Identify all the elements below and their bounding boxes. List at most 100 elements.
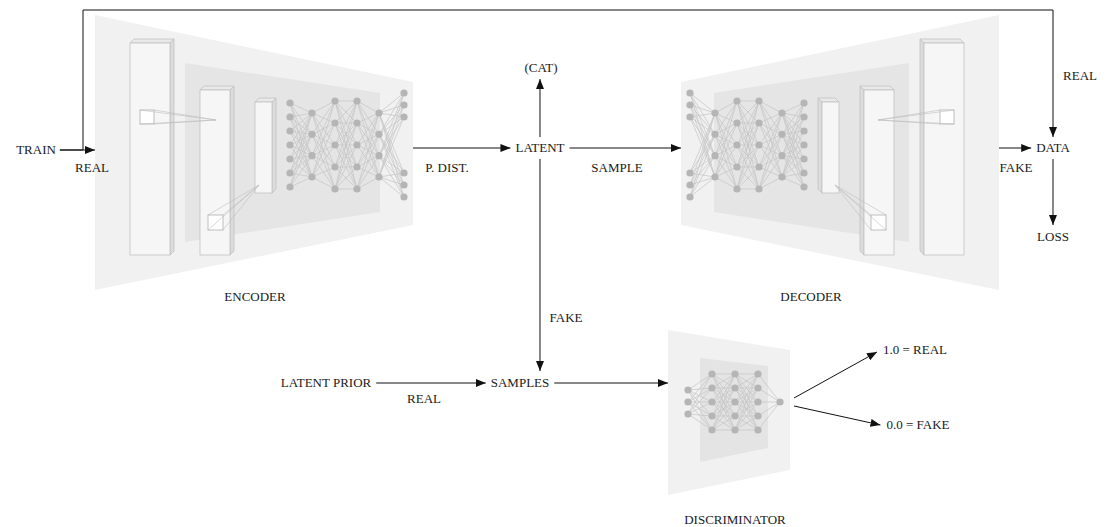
- net-link: [759, 101, 782, 134]
- neuron: [800, 155, 807, 162]
- net-link: [715, 177, 737, 189]
- text-node: (CAT): [522, 59, 559, 77]
- node-label: 1.0 = REAL: [881, 341, 949, 359]
- neuron: [708, 384, 715, 391]
- net-link: [335, 123, 357, 189]
- kernel-ray: [208, 185, 259, 215]
- neuron: [800, 141, 807, 148]
- network-illustration: [95, 15, 413, 290]
- net-link: [290, 113, 312, 159]
- kernel-ray: [835, 185, 886, 215]
- neuron: [731, 370, 738, 377]
- net-link: [379, 93, 404, 134]
- conv-kernel: [940, 110, 954, 124]
- net-link: [690, 177, 715, 197]
- text-node: SAMPLES: [489, 374, 552, 392]
- neuron: [686, 193, 693, 200]
- net-link: [379, 117, 404, 156]
- neuron: [800, 99, 807, 106]
- neuron: [353, 185, 360, 192]
- neuron: [375, 173, 382, 180]
- conv-kernel: [140, 110, 154, 124]
- net-link: [688, 402, 712, 414]
- net-link: [759, 167, 782, 177]
- neuron: [308, 109, 315, 116]
- net-link: [690, 117, 715, 177]
- neuron: [331, 163, 338, 170]
- block-label: DISCRIMINATOR: [684, 512, 786, 527]
- neuron: [754, 370, 761, 377]
- arrow-connector: [554, 383, 668, 384]
- edge-label: REAL: [405, 391, 443, 406]
- network-block: DECODER: [681, 15, 999, 290]
- neuron: [708, 398, 715, 405]
- node-label: LOSS: [1035, 228, 1071, 246]
- net-link: [357, 177, 379, 189]
- neuron: [331, 141, 338, 148]
- net-link: [712, 388, 735, 430]
- net-link: [782, 134, 804, 173]
- net-link: [290, 117, 312, 177]
- net-link: [379, 105, 404, 156]
- node-label: LATENT: [513, 139, 566, 157]
- text-node: LATENT PRIOR: [279, 374, 373, 392]
- neuron: [400, 181, 407, 188]
- feature-map: [822, 102, 839, 193]
- neuron: [286, 169, 293, 176]
- neuron: [708, 370, 715, 377]
- arrow-connector: [794, 352, 877, 398]
- neuron: [755, 119, 762, 126]
- neuron: [375, 109, 382, 116]
- feature-map-top: [860, 86, 894, 90]
- net-link: [357, 113, 379, 167]
- text-node: 1.0 = REAL: [881, 341, 949, 359]
- block-label: ENCODER: [224, 289, 285, 305]
- node-label: LATENT PRIOR: [279, 374, 373, 392]
- feature-map: [255, 102, 272, 193]
- network-illustration: [681, 15, 999, 290]
- net-link: [357, 101, 379, 156]
- neuron: [353, 141, 360, 148]
- net-link: [688, 388, 712, 402]
- arrow-connector: [539, 159, 540, 371]
- network-core: [700, 358, 768, 462]
- edge-label: SAMPLE: [589, 160, 644, 175]
- net-link: [290, 134, 312, 187]
- neuron: [400, 169, 407, 176]
- neuron: [286, 99, 293, 106]
- net-link: [357, 156, 379, 189]
- net-link: [715, 156, 737, 189]
- net-link: [690, 113, 715, 197]
- neuron: [684, 386, 691, 393]
- neuron: [308, 131, 315, 138]
- neuron: [755, 141, 762, 148]
- feature-map-top: [920, 39, 964, 43]
- net-link: [690, 156, 715, 185]
- net-link: [379, 105, 404, 177]
- net-link: [690, 117, 715, 156]
- neuron: [711, 109, 718, 116]
- net-link: [290, 177, 312, 187]
- net-link: [690, 105, 715, 156]
- net-link: [715, 101, 737, 156]
- net-link: [379, 177, 404, 185]
- neuron: [286, 127, 293, 134]
- neuron: [708, 412, 715, 419]
- net-link: [782, 134, 804, 187]
- feature-map-top: [200, 86, 234, 90]
- feature-map-side: [272, 98, 276, 193]
- neuron: [778, 131, 785, 138]
- net-link: [379, 156, 404, 185]
- neuron: [400, 89, 407, 96]
- feature-map: [864, 90, 894, 255]
- neuron: [684, 398, 691, 405]
- net-link: [690, 173, 715, 177]
- kernel-ray: [878, 110, 954, 120]
- feature-map-side: [170, 39, 174, 255]
- feature-map-side: [920, 39, 924, 255]
- text-node: TRAIN: [14, 141, 58, 159]
- arrow-connector: [1052, 159, 1053, 225]
- net-link: [688, 388, 712, 414]
- net-link: [715, 113, 737, 167]
- net-link: [379, 177, 404, 197]
